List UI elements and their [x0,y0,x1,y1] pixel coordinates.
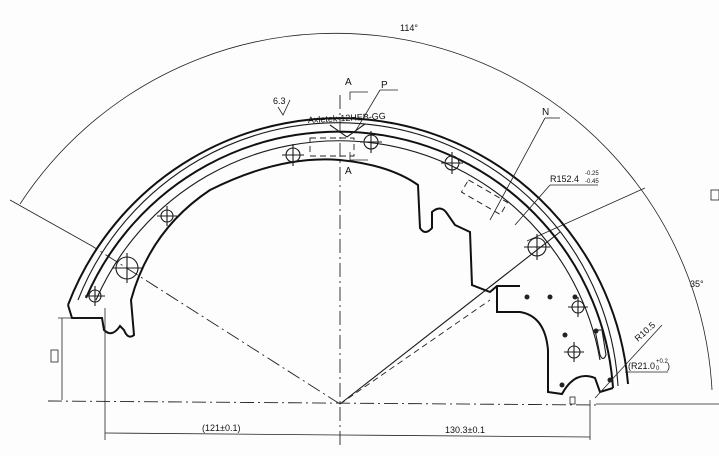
section-a-bottom: A [345,166,352,177]
rivet-dot [572,294,578,300]
leader-p [354,89,381,133]
shoe-rim-arc [85,130,614,389]
rivet-dot [524,294,530,300]
marker-p-label: P [381,80,388,91]
hole-crosshair [524,234,550,260]
angle-114-label: 114° [400,23,418,33]
shoe-rim-inner-arc [95,140,601,361]
radius-main-label: R152.4 [550,174,579,184]
dim-left-label: (121±0.1) [202,423,240,433]
dashed-marking-box [309,137,355,157]
hole-crosshair [360,131,382,153]
radius-main-tol-upper: -0.25 [585,171,599,177]
section-a-top: A [345,77,352,88]
angle-extension-left [9,199,93,247]
shoe-lining-arc [77,122,619,387]
v-notch [329,123,366,138]
boxed-dim-right [569,396,576,405]
rivet-dots [524,294,613,388]
rivet-dot [607,377,613,383]
web-slot [594,329,607,360]
datum-box-right [710,189,719,201]
dim-line-left [104,432,341,436]
dim-right-label: 130.3±0.1 [445,425,485,435]
slot-n [460,179,509,216]
mounting-holes [85,131,588,362]
radius-pin-label: (R21.0 [628,361,655,371]
angle-arc-114 [19,32,713,391]
radius-small-label: R10.5 [633,320,658,344]
hole-crosshair [112,253,142,283]
rivet-dot [547,294,553,300]
shoe-outer-arc [67,117,629,385]
hole-crosshair [282,144,304,166]
hole-crosshair [85,286,105,306]
part-marking: Axletek-12HEB-GG [308,111,386,125]
radius-main-tol-lower: -0.45 [585,179,599,185]
marker-n-label: N [542,107,549,118]
roughness-symbol [277,99,291,116]
leader-n [489,117,546,221]
dim-line-right [339,434,591,438]
hole-crosshair [441,152,463,174]
radius-pin-close: ) [667,361,670,371]
hole-crosshair [564,342,584,362]
leader-r152-slant [514,184,551,226]
rivet-dot [559,382,565,388]
roughness-label: 6.3 [273,96,286,106]
hole-crosshair [157,206,177,226]
rivet-dot [593,328,599,334]
boxed-dim-left [50,349,59,363]
radius-pin-tol-lower: 0 [656,366,660,372]
radial-line-right-solid [339,231,561,405]
shoe-left-end [67,158,520,338]
leader-r10 [594,324,663,399]
radius-pin-tol-upper: +0.2 [656,359,669,365]
section-arrow-bottom [349,152,368,161]
rivet-dot [562,332,568,338]
shoe-right-web [496,286,614,396]
section-arrow-top [349,91,368,100]
radial-line-right-dash [339,299,491,405]
horizontal-centerline [47,400,597,406]
angle-35-label: 35° [690,279,704,289]
hole-crosshair [568,297,588,317]
angle-extension-right [526,187,646,242]
radial-line-left [91,245,341,405]
